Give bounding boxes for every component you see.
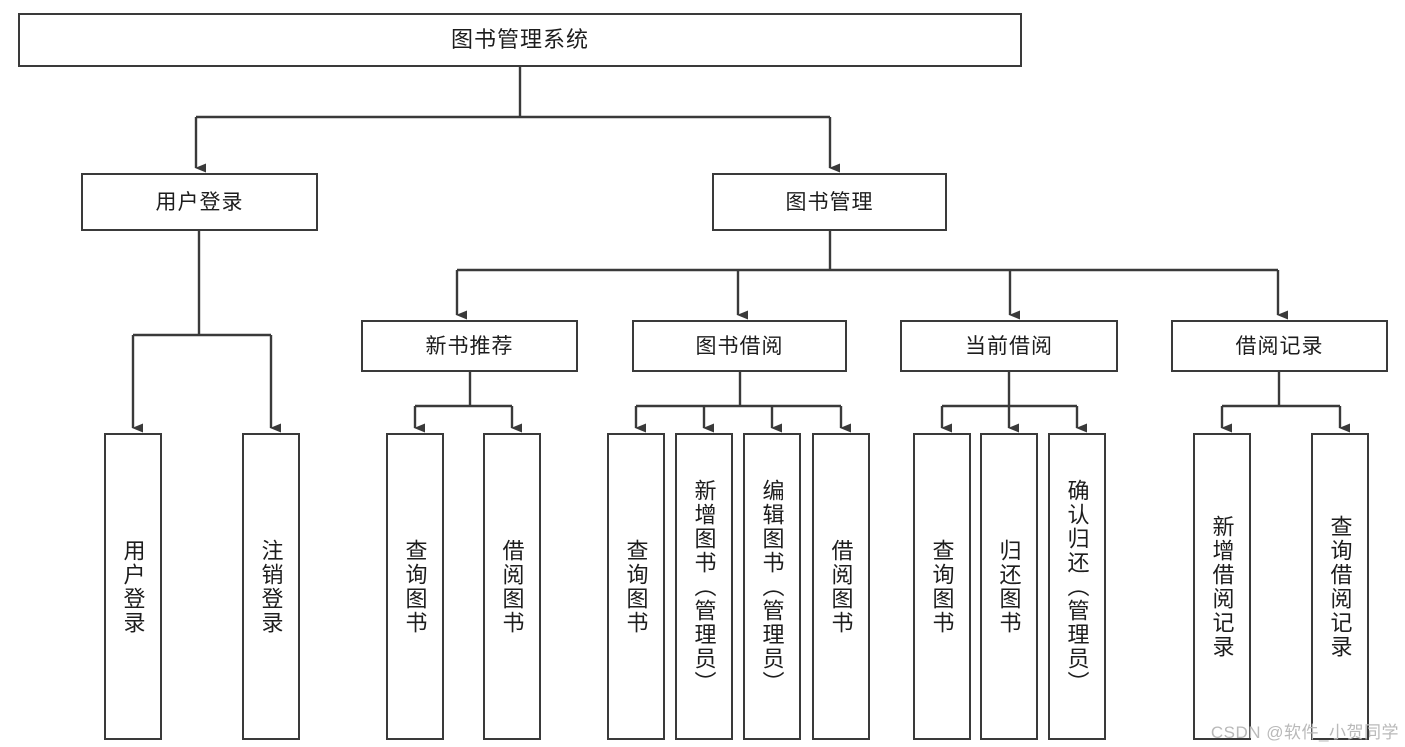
node-root-book-management-system[interactable]: 图书管理系统	[18, 13, 1022, 67]
watermark-text: CSDN @软件_小贺同学	[1210, 723, 1399, 742]
node-label: 借阅图书	[499, 538, 525, 635]
node-book-management[interactable]: 图书管理	[712, 173, 947, 231]
node-label: 图书管理系统	[450, 27, 589, 52]
node-label: 查询借阅记录	[1327, 514, 1353, 659]
leaf-query-book-current[interactable]: 查询图书	[913, 433, 971, 740]
node-label: 查询图书	[402, 538, 428, 635]
node-label: 归还图书	[996, 538, 1022, 635]
leaf-edit-book-admin[interactable]: 编辑图书（管理员）	[743, 433, 801, 740]
node-label: 确认归还（管理员）	[1064, 478, 1090, 695]
node-current-borrow[interactable]: 当前借阅	[900, 320, 1118, 372]
node-label: 编辑图书（管理员）	[759, 478, 785, 695]
leaf-return-book[interactable]: 归还图书	[980, 433, 1038, 740]
node-label: 借阅图书	[828, 538, 854, 635]
node-label: 注销登录	[258, 538, 284, 635]
leaf-borrow-book[interactable]: 借阅图书	[812, 433, 870, 740]
node-label: 用户登录	[155, 190, 244, 214]
node-label: 当前借阅	[965, 334, 1053, 358]
node-book-borrow[interactable]: 图书借阅	[632, 320, 847, 372]
node-new-book-recommend[interactable]: 新书推荐	[361, 320, 578, 372]
node-label: 借阅记录	[1235, 334, 1324, 358]
node-label: 新书推荐	[425, 334, 514, 358]
node-label: 用户登录	[120, 538, 146, 635]
node-label: 查询图书	[929, 538, 955, 635]
node-label: 新增图书（管理员）	[691, 478, 717, 695]
node-label: 查询图书	[623, 538, 649, 635]
leaf-user-login[interactable]: 用户登录	[104, 433, 162, 740]
leaf-borrow-book-recommend[interactable]: 借阅图书	[483, 433, 541, 740]
node-user-login[interactable]: 用户登录	[81, 173, 318, 231]
leaf-logout[interactable]: 注销登录	[242, 433, 300, 740]
node-label: 新增借阅记录	[1209, 514, 1235, 659]
node-borrow-record[interactable]: 借阅记录	[1171, 320, 1388, 372]
leaf-add-book-admin[interactable]: 新增图书（管理员）	[675, 433, 733, 740]
leaf-query-borrow-record[interactable]: 查询借阅记录	[1311, 433, 1369, 740]
leaf-confirm-return-admin[interactable]: 确认归还（管理员）	[1048, 433, 1106, 740]
leaf-query-book-recommend[interactable]: 查询图书	[386, 433, 444, 740]
node-label: 图书管理	[785, 190, 874, 214]
node-label: 图书借阅	[695, 334, 784, 358]
leaf-add-borrow-record[interactable]: 新增借阅记录	[1193, 433, 1251, 740]
leaf-query-book-borrow[interactable]: 查询图书	[607, 433, 665, 740]
